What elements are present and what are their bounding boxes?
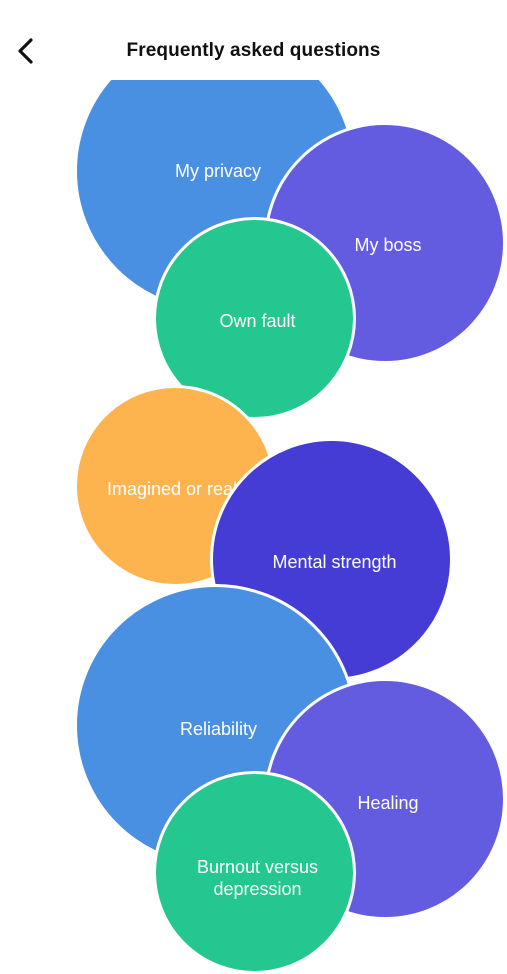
back-button[interactable] xyxy=(8,34,44,72)
faq-bubble-label: Mental strength xyxy=(272,552,397,572)
faq-bubble-label: Imagined or real xyxy=(107,479,238,499)
faq-bubble-label: Burnout versus depression xyxy=(196,857,319,899)
app-header: Frequently asked questions xyxy=(0,0,507,80)
faq-bubble-label: Own fault xyxy=(219,311,296,331)
faq-bubble-burnout-versus-depression[interactable]: Burnout versus depression xyxy=(153,771,356,974)
chevron-left-icon xyxy=(16,37,36,70)
faq-bubble-area: My privacy My boss Own fault Imagined or… xyxy=(74,30,506,974)
faq-bubble-label: Reliability xyxy=(179,719,258,739)
faq-bubble-label: My privacy xyxy=(174,161,261,181)
page-title: Frequently asked questions xyxy=(126,40,381,61)
faq-bubble-label: My boss xyxy=(354,235,422,255)
faq-bubble-label: Healing xyxy=(357,793,419,813)
